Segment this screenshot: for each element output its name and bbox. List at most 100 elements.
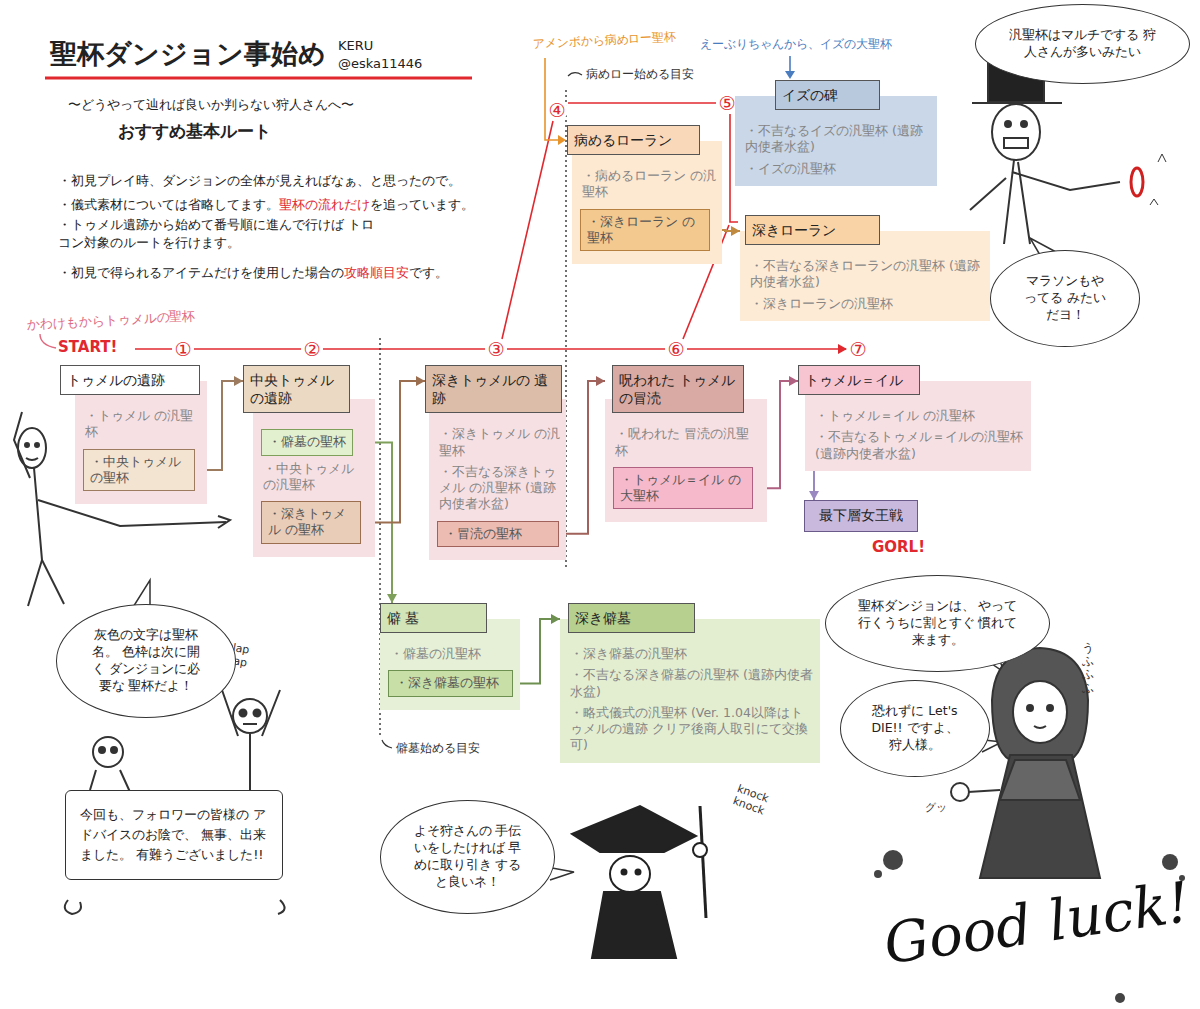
region-ground: ・トゥメル の汎聖杯・中央トゥメル の聖杯 <box>75 381 207 504</box>
annotation: おすすめ基本ルート <box>118 120 271 143</box>
chalice-box: ・深きトゥメル の聖杯 <box>261 501 361 544</box>
chalice-label: ・深きトゥメル の聖杯 <box>268 506 354 539</box>
boss-label: 最下層女王戦 <box>811 507 911 525</box>
route-arrowhead <box>838 344 847 354</box>
dungeon-region: 呪われた トゥメルの冒涜・呪われた 冒涜の汎聖杯・トゥメル＝イル の大聖杯 <box>605 365 770 522</box>
note-line: ・儀式素材については省略してます。聖杯の流れだけを追っています。 <box>58 194 474 214</box>
chalice-name: ・僻墓の汎聖杯 <box>390 646 514 662</box>
dungeon-region: 深き僻墓・深き僻墓の汎聖杯・不吉なる深き僻墓の汎聖杯 (遺跡内使者水盆) ・略式儀… <box>560 603 822 763</box>
arrowhead <box>387 594 397 603</box>
speech-text: マラソンもやってる みたいだヨ！ <box>1021 273 1109 324</box>
chalice-name: ・不吉なる深きローランの汎聖杯 (遺跡内使者水盆) <box>750 258 984 291</box>
region-ground: ・深きトゥメル の汎聖杯・不吉なる深きトゥメル の汎聖杯 (遺跡内使者水盆)・冒… <box>429 399 566 560</box>
arrowhead <box>596 376 605 386</box>
chalice-name: ・深きローランの汎聖杯 <box>750 296 984 312</box>
connector <box>513 614 560 684</box>
connector <box>809 471 819 500</box>
chalice-name: ・不吉なるイズの汎聖杯 (遺跡内使者水盆) <box>745 123 931 156</box>
dungeon-region: 中央トゥメル の遺跡・僻墓の聖杯・中央トゥメル の汎聖杯・深きトゥメル の聖杯 <box>243 365 378 557</box>
chalice-name: ・深きトゥメル の汎聖杯 <box>439 426 560 459</box>
chalice-label: ・トゥメル＝イル の大聖杯 <box>620 472 746 505</box>
region-heading: 深き僻墓 <box>568 603 695 633</box>
speech-bubble: 汎聖杯はマルチでする 狩人さんが多いみたい <box>975 4 1190 84</box>
chalice-name: ・不吉なるトゥメル＝イルの汎聖杯 (遺跡内使者水盆) <box>815 429 1025 462</box>
annotation: うふふふ <box>1082 642 1094 695</box>
arrowhead <box>789 376 798 386</box>
chalice-box: ・深きローラン の聖杯 <box>580 209 710 252</box>
annotation: START! <box>58 338 117 356</box>
boss-box: 最下層女王戦 <box>804 500 918 532</box>
region-heading: トゥメルの遺跡 <box>60 365 200 395</box>
speech-text: よそ狩さんの 手伝いをしたければ 早めに取り引き すると良いネ！ <box>411 823 524 891</box>
note-text: ・初見で得られるアイテムだけを使用した場合の <box>58 265 344 280</box>
annotation: グッ <box>925 800 947 815</box>
chalice-label: ・深きローラン の聖杯 <box>587 214 703 247</box>
note-text: 聖杯の流れだけ <box>279 197 370 212</box>
chalice-name: ・トゥメル の汎聖杯 <box>85 408 201 441</box>
chalice-box: ・僻墓の聖杯 <box>261 429 353 455</box>
annotation: knock knock <box>731 782 787 824</box>
arrowhead <box>809 491 819 500</box>
chalice-name: ・トゥメル＝イル の汎聖杯 <box>815 408 1025 424</box>
source-arrow <box>40 56 795 348</box>
speech-text: 恐れずに Let's DIE!! ですよ、狩人様。 <box>871 703 959 754</box>
hunter-figure <box>572 806 707 958</box>
chalice-label: ・深き僻墓の聖杯 <box>395 675 506 691</box>
chalice-name: ・不吉なる深き僻墓の汎聖杯 (遺跡内使者水盆) <box>570 667 814 700</box>
annotation: 病めロー始める目安 <box>586 66 694 83</box>
chalice-label: ・中央トゥメル の聖杯 <box>90 454 188 487</box>
chalice-box: ・冒涜の聖杯 <box>437 521 559 547</box>
annotation: アメンボから病めロー聖杯 <box>532 28 677 53</box>
callout-number: ② <box>301 338 323 360</box>
doll-figure <box>951 648 1100 878</box>
note-text: ・儀式素材については省略してます。 <box>58 197 279 212</box>
annotation: KERU <box>338 38 373 53</box>
messenger-figure <box>970 62 1166 244</box>
milestone-arrow <box>382 740 392 748</box>
arrowhead <box>731 226 740 236</box>
callout-number: ③ <box>485 338 507 360</box>
chalice-name: ・略式儀式の汎聖杯 (Ver. 1.04以降はトゥメルの遺跡 クリア後商人取引に… <box>570 705 814 754</box>
annotation: 〜どうやって辿れば良いか判らない狩人さんへ〜 <box>68 96 354 114</box>
speech-bubble: 灰色の文字は聖杯名。 色枠は次に開く ダンジョンに必要な 聖杯だよ！ <box>56 604 236 718</box>
region-heading: 病めるローラン <box>567 125 700 155</box>
speech-bubble: マラソンもやってる みたいだヨ！ <box>990 250 1140 347</box>
callout-number: ⑦ <box>847 338 869 360</box>
arrowhead <box>234 376 243 386</box>
callout-number: ⑥ <box>665 338 687 360</box>
annotation: @eska11446 <box>338 56 422 71</box>
speech-text: 灰色の文字は聖杯名。 色枠は次に開く ダンジョンに必要な 聖杯だよ！ <box>87 627 205 695</box>
speech-text: 聖杯ダンジョンは、 やって行くうちに割とすぐ 慣れて来ます。 <box>856 598 1019 649</box>
dungeon-region: トゥメル＝イル・トゥメル＝イル の汎聖杯・不吉なるトゥメル＝イルの汎聖杯 (遺跡… <box>798 365 1033 471</box>
callout-number: ① <box>172 338 194 360</box>
region-heading: 深きトゥメルの 遺跡 <box>425 365 562 413</box>
chalice-box: ・トゥメル＝イル の大聖杯 <box>613 467 753 510</box>
note-text: です。 <box>409 265 448 280</box>
title: 聖杯ダンジョン事始め <box>50 36 326 72</box>
arrowhead <box>416 376 425 386</box>
dungeon-region: 僻 墓・僻墓の汎聖杯・深き僻墓の聖杯 <box>380 603 522 710</box>
dungeon-region: トゥメルの遺跡・トゥメル の汎聖杯・中央トゥメル の聖杯 <box>60 365 210 504</box>
annotation: えーぶりちゃんから、イズの大聖杯 <box>700 36 892 53</box>
chalice-name: ・病めるローラン の汎聖杯 <box>582 168 716 201</box>
speech-text: 汎聖杯はマルチでする 狩人さんが多いみたい <box>1006 27 1159 61</box>
annotation: ・トゥメル遺跡から始めて番号順に進んで行けば トロコン対象のルートを行けます。 <box>58 216 378 252</box>
region-heading: 僻 墓 <box>380 603 487 633</box>
dungeon-region: イズの碑・不吉なるイズの汎聖杯 (遺跡内使者水盆)・イズの汎聖杯 <box>735 80 937 186</box>
note-text: を追っています。 <box>370 197 474 212</box>
chalice-name: ・中央トゥメル の汎聖杯 <box>263 461 369 494</box>
dungeon-region: 深きトゥメルの 遺跡・深きトゥメル の汎聖杯・不吉なる深きトゥメル の汎聖杯 (… <box>425 365 567 560</box>
skeletons <box>65 690 285 914</box>
chalice-name: ・深き僻墓の汎聖杯 <box>570 646 814 662</box>
annotation: Good luck! <box>880 869 1194 976</box>
note-line: ・初見で得られるアイテムだけを使用した場合の攻略順目安です。 <box>58 262 448 282</box>
annotation: GORL! <box>872 538 925 556</box>
speech-bubble: 聖杯ダンジョンは、 やって行くうちに割とすぐ 慣れて来ます。 <box>825 575 1050 672</box>
region-ground: ・僻墓の聖杯・中央トゥメル の汎聖杯・深きトゥメル の聖杯 <box>253 399 375 556</box>
region-heading: 深きローラン <box>745 215 880 245</box>
dungeon-region: 病めるローラン・病めるローラン の汎聖杯・深きローラン の聖杯 <box>567 125 723 264</box>
speech-bubble: よそ狩さんの 手伝いをしたければ 早めに取り引き すると良いネ！ <box>380 800 555 914</box>
chalice-label: ・冒涜の聖杯 <box>444 526 552 542</box>
region-ground: ・呪われた 冒涜の汎聖杯・トゥメル＝イル の大聖杯 <box>605 399 767 522</box>
thanks-scroll: 今回も、フォロワーの皆様の アドバイスのお陰で、 無事、出来ました。 有難うござ… <box>65 790 283 880</box>
